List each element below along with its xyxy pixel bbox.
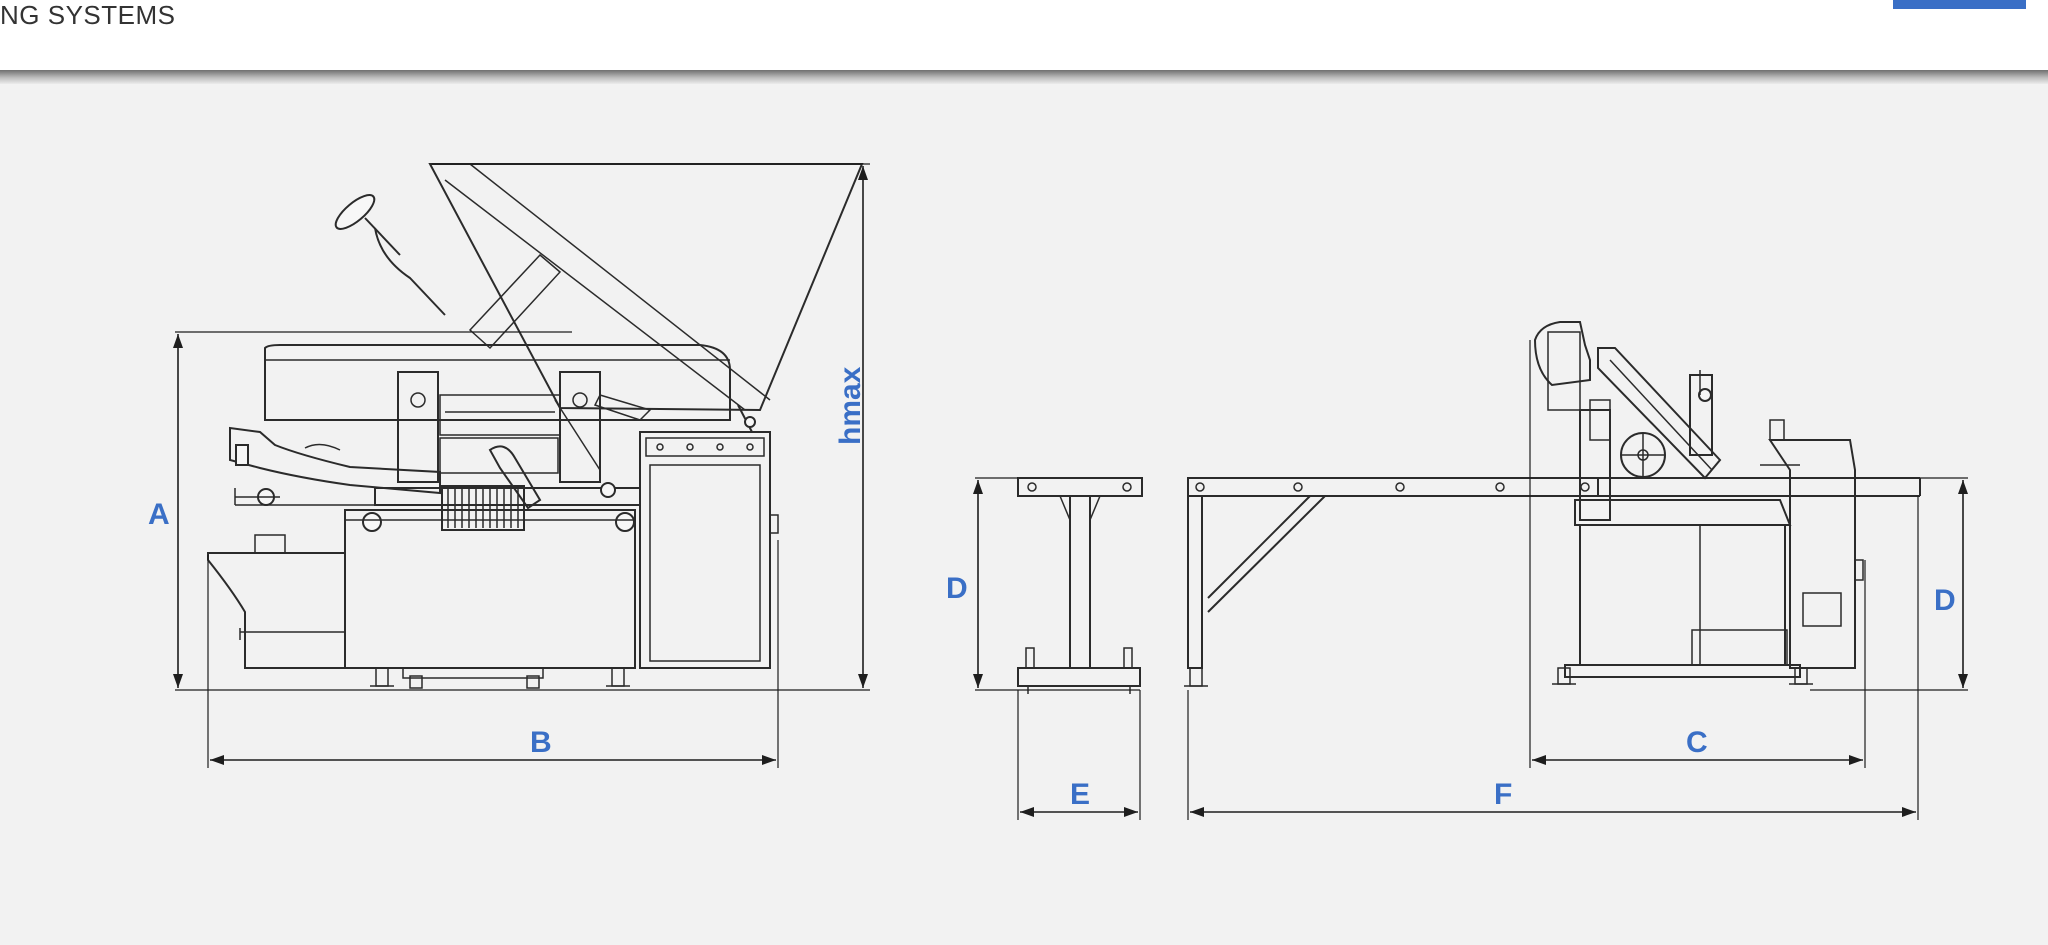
dimension-label-d-right: D [1934,584,1956,617]
top-bar: NG SYSTEMS [0,0,2048,70]
band-saw-front-view [207,163,864,689]
conveyor-and-saw-side-view [1184,321,1921,687]
middle-dimensions [973,477,1141,820]
right-dimensions [1187,340,1968,820]
dimension-label-e: E [1070,778,1090,811]
dimension-label-hmax: hmax [834,366,867,445]
brand-text: NG SYSTEMS [0,0,176,30]
header-shadow [0,70,2048,84]
dimension-label-b: B [530,726,552,759]
dimension-label-d-left: D [946,572,968,605]
roller-stand-side-view [1017,477,1143,694]
dimension-label-a: A [148,498,170,531]
dimension-label-f: F [1494,778,1512,811]
dimension-label-c: C [1686,726,1708,759]
left-dimensions [173,163,870,768]
menu-button[interactable] [1893,0,2026,9]
